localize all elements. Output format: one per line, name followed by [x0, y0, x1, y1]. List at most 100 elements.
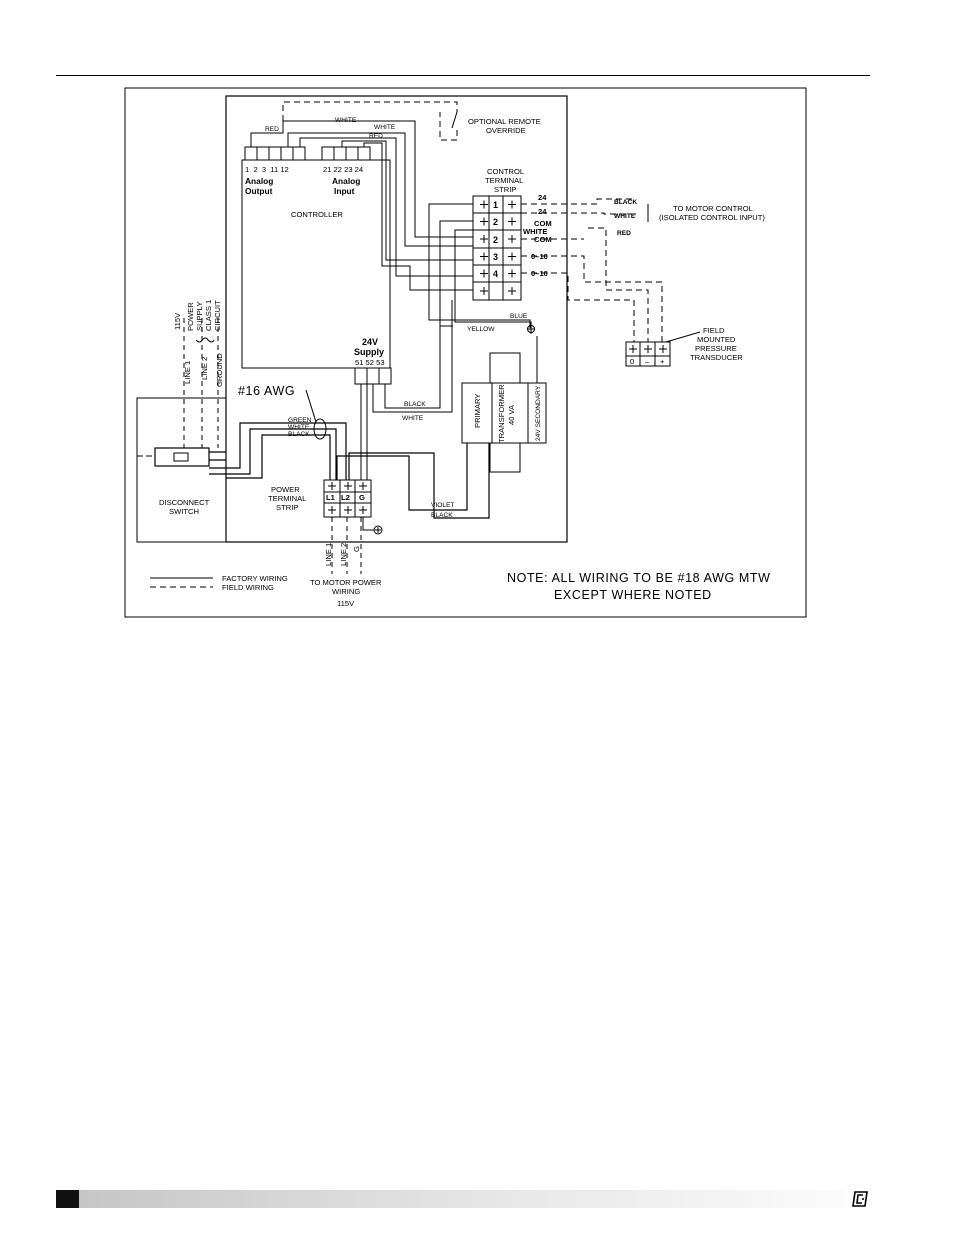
analog-output-label-1: Analog: [245, 176, 273, 186]
secondary-label: 24V SECONDARY: [535, 385, 542, 441]
analog-output-pins: 1 2 3 11 12: [245, 165, 289, 174]
brand-logo-icon: [852, 1191, 868, 1207]
ground-label: GROUND: [215, 353, 224, 387]
disconnect-fuse: [173, 452, 189, 462]
strip-number-1: 1: [493, 200, 498, 210]
wire-label-white-2: WHITE: [374, 124, 396, 131]
enclosure: [225, 95, 568, 543]
to-motor-power-1: TO MOTOR POWER: [310, 578, 382, 587]
transducer-minus: –: [645, 357, 650, 366]
line2-bottom: LINE 2: [339, 543, 348, 566]
output-24-b: 24: [538, 207, 547, 216]
output-com-1: COM: [534, 219, 552, 228]
output-com-2: COM: [534, 235, 552, 244]
output-white: WHITE: [523, 227, 547, 236]
transformer-label-1: TRANSFORMER: [497, 384, 506, 443]
to-motor-control-label: TO MOTOR CONTROL: [673, 204, 753, 213]
line1-bottom: LINE 1: [324, 543, 333, 566]
g-label: G: [359, 493, 365, 502]
transducer-plus: +: [660, 357, 665, 366]
diagram-frame: [124, 87, 807, 618]
disconnect-label-1: DISCONNECT: [159, 498, 210, 507]
field-mounted-1: FIELD: [703, 326, 725, 335]
analog-input-pins: 21 22 23 24: [323, 165, 363, 174]
supply-brace: [195, 337, 215, 343]
control-strip-screws: [480, 200, 516, 295]
motor-wire-black: BLACK: [614, 199, 637, 206]
transformer-core-bottom: [489, 442, 521, 473]
wire-label-violet: VIOLET: [431, 502, 454, 509]
to-motor-power-2: WIRING: [332, 587, 360, 596]
controller-label: CONTROLLER: [291, 210, 343, 219]
strip-number-2: 2: [493, 217, 498, 227]
supply-wiring: [372, 282, 453, 413]
power-supply-2: SUPPLY: [195, 302, 204, 331]
g-bottom: G: [352, 546, 361, 552]
wire-label-white-supply: WHITE: [402, 415, 424, 422]
control-strip-label-3: STRIP: [494, 185, 516, 194]
strip-number-4: 3: [493, 252, 498, 262]
awg16-label: #16 AWG: [238, 384, 295, 398]
field-mounted-2: MOUNTED: [697, 335, 736, 344]
control-terminal-strip: [472, 195, 522, 301]
supply-to-power-strip: [360, 384, 368, 480]
wire-label-blue: BLUE: [510, 313, 528, 320]
power-wiring: [209, 422, 347, 480]
power-supply-1: POWER: [186, 302, 195, 331]
transducer-leader: [665, 331, 701, 343]
awg16-leader: [305, 389, 317, 423]
strip-ground-symbol: [527, 325, 535, 333]
optional-remote-label: OPTIONAL REMOTE: [468, 117, 541, 126]
wire-label-green: GREEN: [288, 417, 312, 424]
legend-factory: FACTORY WIRING: [222, 574, 288, 583]
output-010-b: 0–10: [531, 269, 548, 278]
l2-label: L2: [341, 493, 350, 502]
transformer-label-2: 40 VA: [507, 404, 516, 425]
controller-box: [241, 159, 391, 369]
class1-1: CLASS 1: [204, 300, 213, 331]
power-terminal-strip: [323, 479, 372, 518]
legend-field: FIELD WIRING: [222, 583, 274, 592]
power-strip-label-3: STRIP: [276, 503, 298, 512]
supply-terminals: [354, 367, 392, 385]
transducer-0: 0: [630, 357, 634, 366]
override-switch: [451, 111, 458, 129]
remote-override-wiring: [282, 101, 458, 141]
analog-output-label-2: Output: [245, 186, 273, 196]
strip-number-5: 4: [493, 269, 498, 279]
disconnect-switch: [154, 447, 210, 467]
primary-label: PRIMARY: [473, 394, 482, 428]
line2-label: LINE 2: [200, 357, 209, 380]
motor-wire-red: RED: [617, 230, 631, 237]
class1-2: CIRCUIT: [213, 300, 222, 331]
v115-bottom: 115V: [337, 599, 355, 608]
analog-input-label-2: Input: [334, 186, 355, 196]
control-strip-label-2: TERMINAL: [485, 176, 523, 185]
field-mounted-4: TRANSDUCER: [690, 353, 743, 362]
analog-input-label-1: Analog: [332, 176, 360, 186]
control-strip-label-1: CONTROL: [487, 167, 524, 176]
analog-input-terminals: [321, 146, 371, 161]
wire-label-yellow: YELLOW: [467, 326, 495, 333]
wire-label-white-1: WHITE: [335, 117, 357, 124]
disconnect-label-2: SWITCH: [169, 507, 199, 516]
override-label: OVERRIDE: [486, 126, 526, 135]
supply-pins: 51 52 53: [355, 358, 385, 367]
disconnect-to-enclosure: [209, 451, 226, 461]
isolated-input-label: (ISOLATED CONTROL INPUT): [659, 213, 765, 222]
pressure-transducer: [625, 341, 671, 367]
primary-wiring: [336, 443, 490, 519]
l1-label: L1: [326, 493, 336, 502]
wire-label-black-power: BLACK: [288, 431, 310, 438]
footer-bar: [56, 1190, 846, 1208]
transformer-core-top: [489, 352, 521, 384]
footer-block: [56, 1190, 79, 1208]
analog-output-terminals: [244, 146, 306, 161]
output-010-a: 0–10: [531, 252, 548, 261]
note-line-1: NOTE: ALL WIRING TO BE #18 AWG MTW: [507, 571, 771, 585]
supply-label-1: 24V: [362, 337, 378, 347]
wire-label-red-2: RED: [369, 133, 383, 140]
wire-label-black-supply: BLACK: [404, 401, 426, 408]
motor-wire-white: WHITE: [614, 213, 636, 220]
